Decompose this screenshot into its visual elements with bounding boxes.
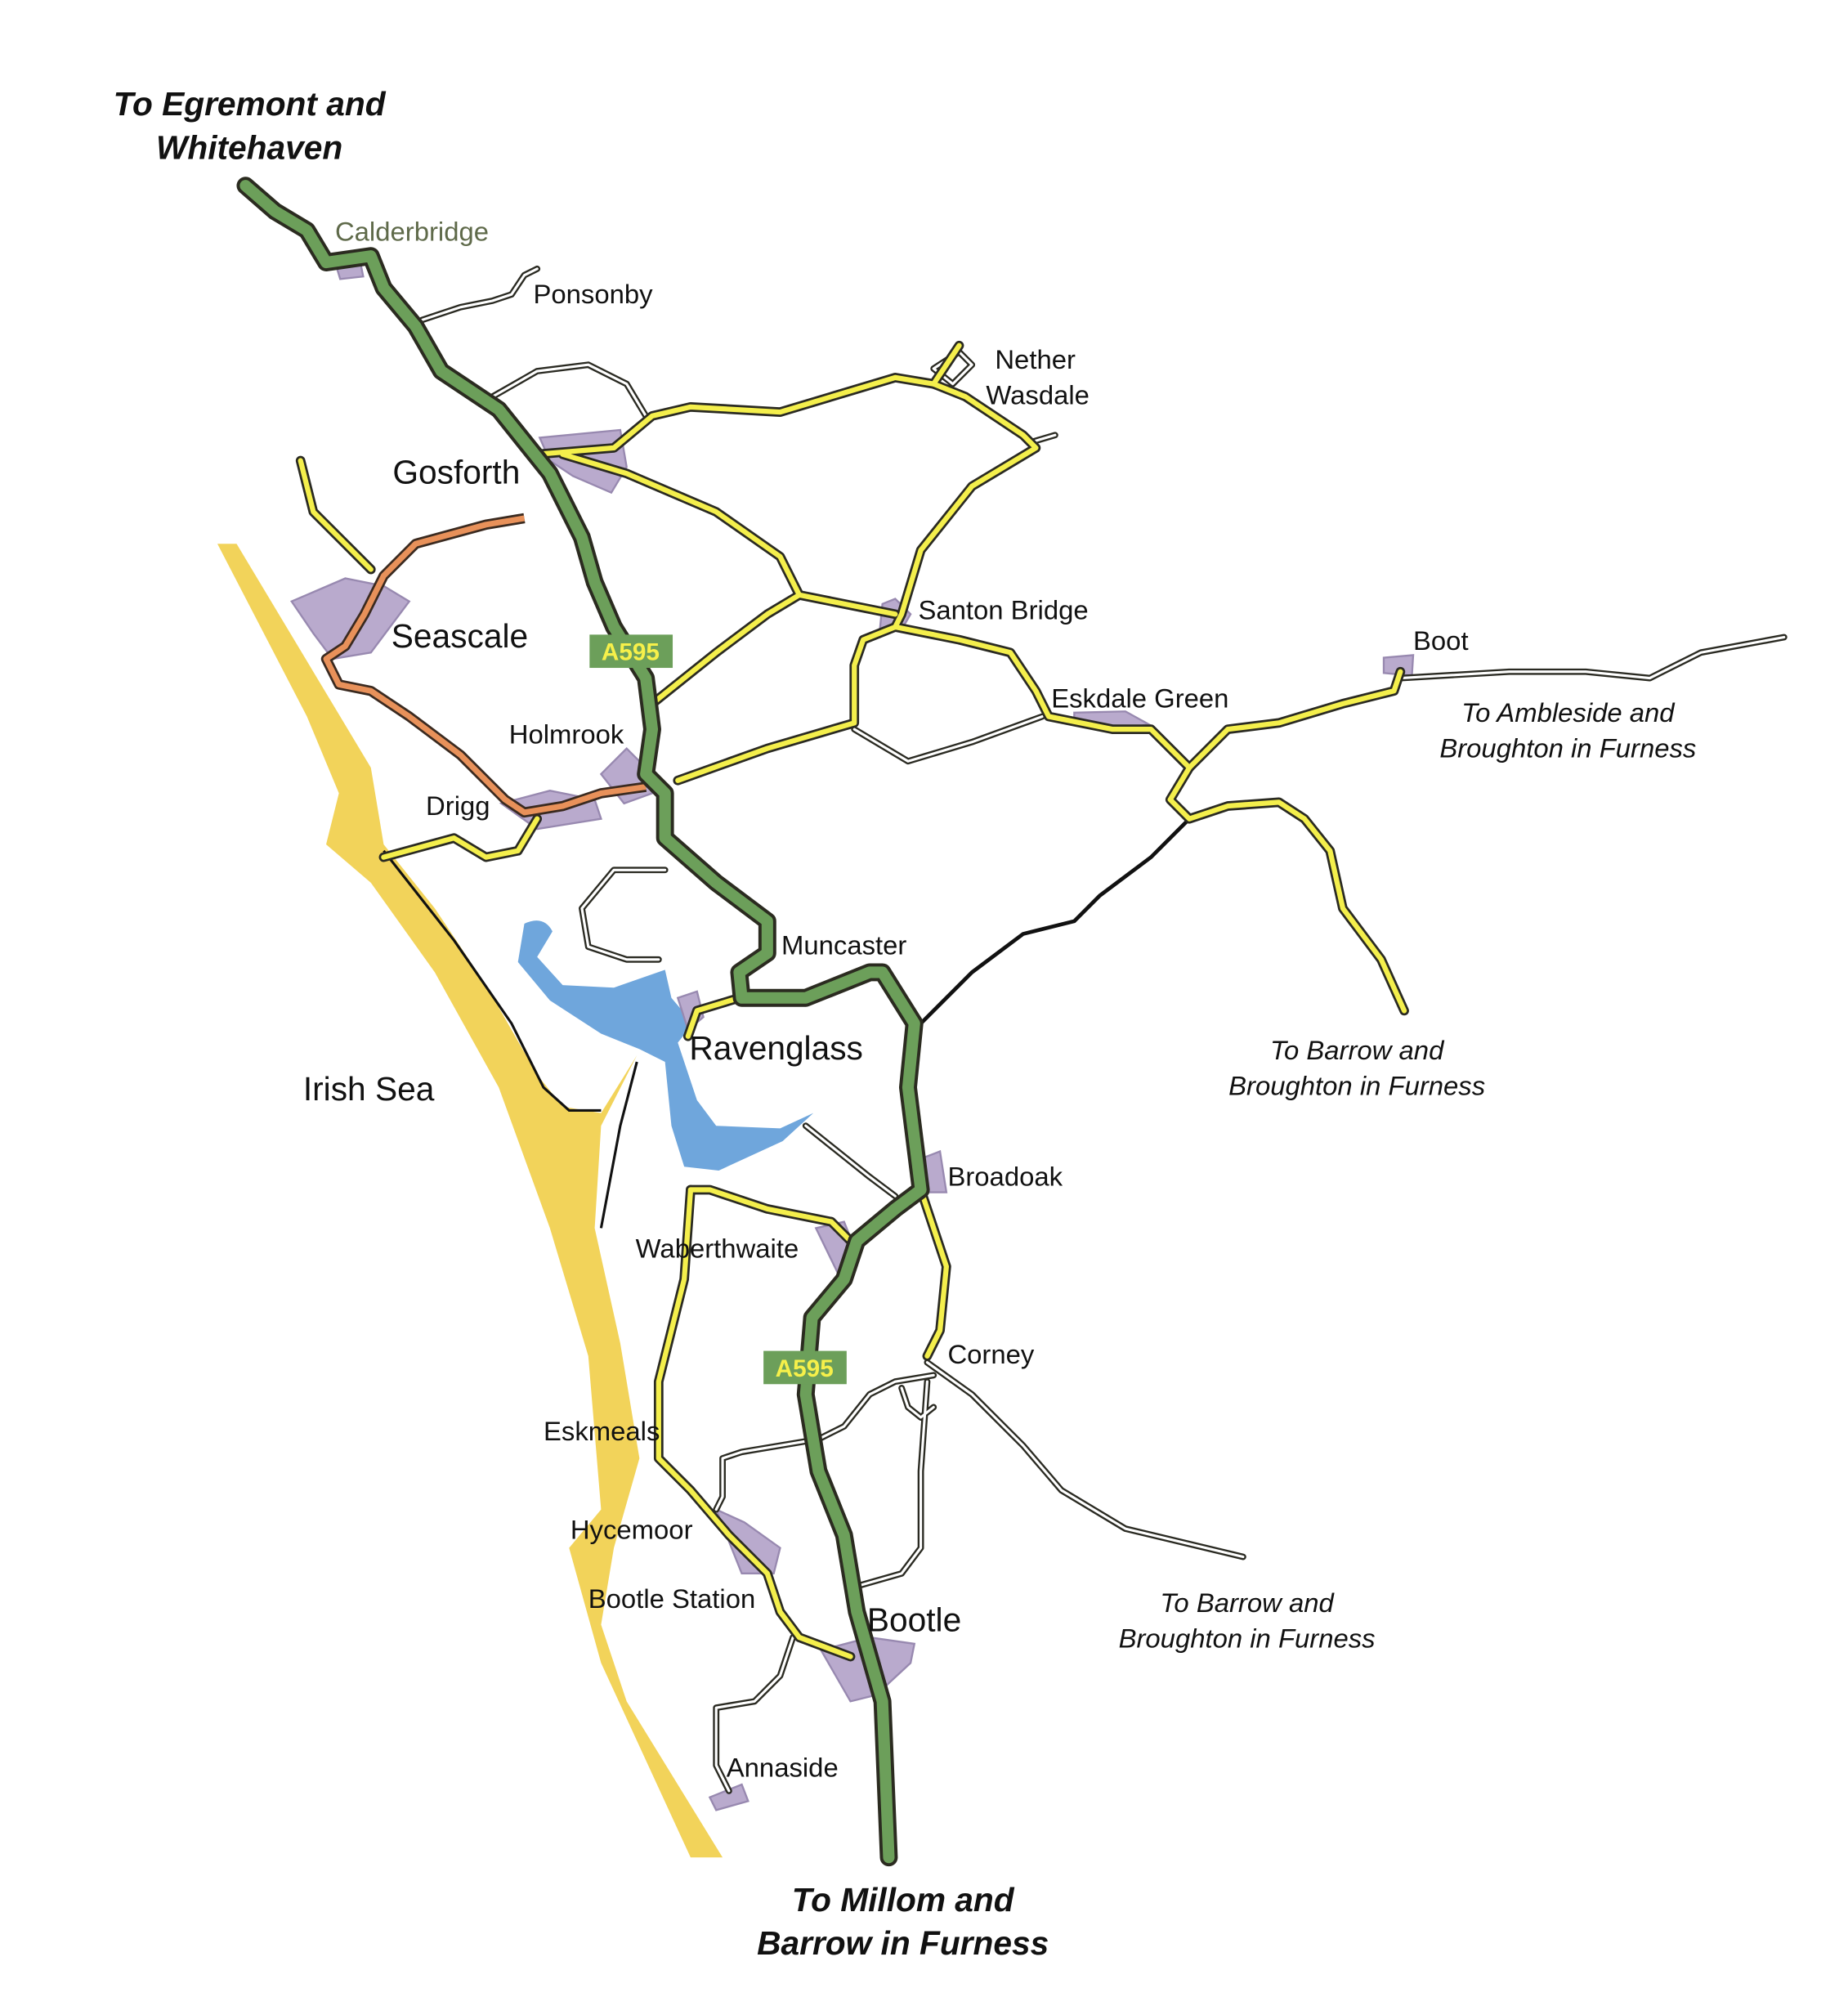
white-road-outline xyxy=(489,361,650,419)
direction-millom-line1: To Millom and xyxy=(792,1881,1015,1919)
direction-millom-line2: Barrow in Furness xyxy=(757,1924,1049,1962)
a595-badge-north: A595 xyxy=(589,634,673,669)
yellow-road xyxy=(893,624,1192,771)
label-hycemoor: Hycemoor xyxy=(571,1515,693,1545)
label-corney: Corney xyxy=(947,1339,1034,1369)
coastline-inner xyxy=(599,1061,638,1229)
label-calderbridge: Calderbridge xyxy=(335,216,489,246)
label-broadoak: Broadoak xyxy=(947,1162,1063,1192)
white-road xyxy=(855,1380,928,1588)
a595-badge-south: A595 xyxy=(763,1350,847,1385)
white-road xyxy=(1031,433,1057,443)
yellow-road xyxy=(918,1187,950,1359)
yellow-road-outline xyxy=(673,622,901,786)
svg-text:A595: A595 xyxy=(776,1355,834,1382)
white-road-outline xyxy=(851,713,1046,765)
label-holmrook: Holmrook xyxy=(509,719,624,749)
svg-text:A595: A595 xyxy=(602,639,660,666)
yellow-road-outline xyxy=(915,1184,951,1361)
yellow-road xyxy=(560,451,898,617)
yellow-road xyxy=(675,624,898,783)
yellow-road xyxy=(1167,764,1407,1014)
ravenglass-estuary xyxy=(517,920,814,1171)
direction-egremont-line1: To Egremont and xyxy=(114,85,387,123)
coastal-sand xyxy=(217,544,723,1858)
white-road xyxy=(925,1361,1245,1559)
direction-barrow-east-line2: Broughton in Furness xyxy=(1228,1071,1485,1101)
white-road xyxy=(804,1124,897,1198)
a595-road xyxy=(239,180,927,1864)
label-santon-bridge: Santon Bridge xyxy=(918,595,1088,625)
label-gosforth: Gosforth xyxy=(392,454,520,491)
black-road-to-barrow xyxy=(919,817,1191,1025)
direction-ambleside-line1: To Ambleside and xyxy=(1461,697,1676,728)
yellow-road-outline xyxy=(295,455,376,575)
label-muncaster: Muncaster xyxy=(781,930,906,960)
white-road-outline xyxy=(924,1359,1246,1560)
white-road xyxy=(420,267,539,322)
yellow-road xyxy=(649,592,803,706)
label-boot: Boot xyxy=(1413,625,1469,656)
label-drigg: Drigg xyxy=(426,790,490,821)
label-wasdale: Wasdale xyxy=(986,380,1090,410)
yellow-road xyxy=(535,343,962,457)
direction-barrow-south-line1: To Barrow and xyxy=(1160,1587,1335,1618)
white-road-outline xyxy=(579,866,669,963)
label-ravenglass: Ravenglass xyxy=(689,1029,863,1067)
settlement-seascale xyxy=(289,577,411,660)
label-eskmeals: Eskmeals xyxy=(544,1416,660,1446)
label-annaside: Annaside xyxy=(727,1753,839,1783)
yellow-road xyxy=(685,995,742,1039)
white-road-outline xyxy=(418,265,541,324)
white-road xyxy=(900,1386,935,1419)
direction-egremont-line2: Whitehaven xyxy=(156,128,342,166)
yellow-road xyxy=(381,816,540,860)
direction-barrow-east-line1: To Barrow and xyxy=(1270,1035,1445,1065)
label-waberthwaite: Waberthwaite xyxy=(636,1233,799,1263)
direction-ambleside-line2: Broughton in Furness xyxy=(1439,733,1696,763)
label-eskdale-green: Eskdale Green xyxy=(1051,683,1228,714)
yellow-road xyxy=(893,381,1039,630)
white-road xyxy=(490,363,647,418)
white-road xyxy=(580,868,667,961)
minor-yellow-roads xyxy=(295,340,1409,1662)
coastline xyxy=(383,849,602,1112)
label-bootle-station: Bootle Station xyxy=(588,1583,756,1614)
yellow-road-outline xyxy=(1165,763,1409,1016)
direction-barrow-south-line2: Broughton in Furness xyxy=(1119,1623,1376,1654)
label-bootle: Bootle xyxy=(867,1601,961,1638)
yellow-road xyxy=(687,1187,853,1244)
orange-road-fill xyxy=(323,515,647,816)
white-road xyxy=(714,1636,794,1793)
label-irish-sea: Irish Sea xyxy=(303,1070,435,1108)
white-road xyxy=(1398,635,1786,680)
yellow-road xyxy=(298,458,374,572)
yellow-road xyxy=(1187,669,1403,771)
label-nether: Nether xyxy=(995,344,1076,374)
label-seascale: Seascale xyxy=(392,617,528,655)
white-road xyxy=(852,714,1044,763)
yellow-road-outline xyxy=(890,378,1041,632)
settlement-hycemoor xyxy=(714,1507,781,1575)
label-ponsonby: Ponsonby xyxy=(533,279,653,309)
yellow-road xyxy=(656,1187,853,1659)
